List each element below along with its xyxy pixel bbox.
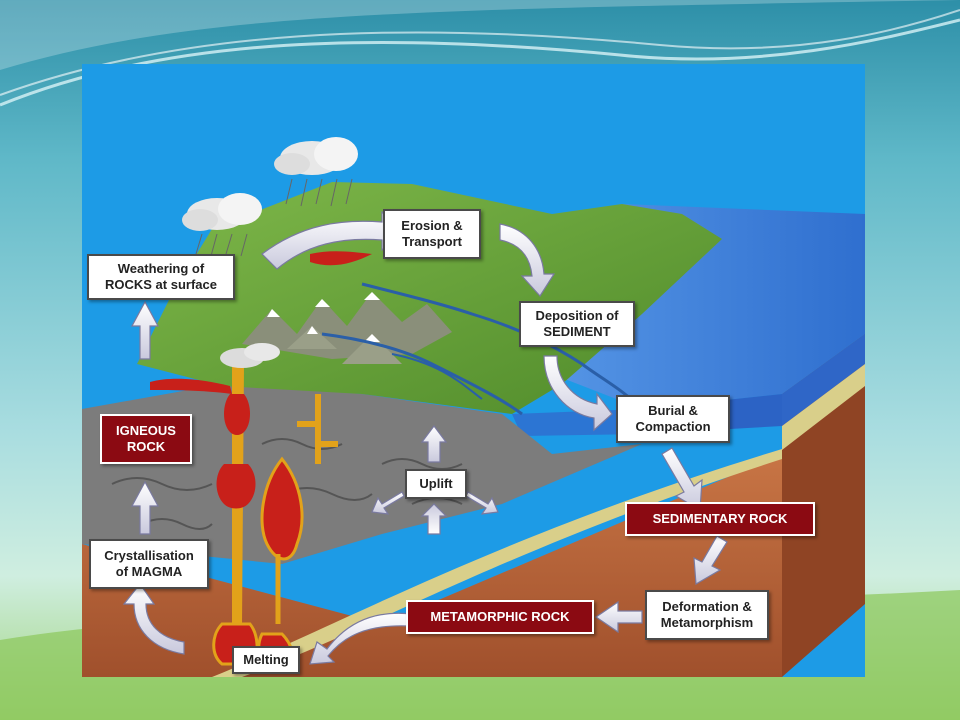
label-deposition: Deposition of SEDIMENT [519, 301, 635, 347]
rock-igneous: IGNEOUS ROCK [100, 414, 192, 464]
rock-metamorphic: METAMORPHIC ROCK [406, 600, 594, 634]
arrow-deformation-to-metamorphic [594, 600, 643, 634]
label-crystallisation-text: Crystallisation of MAGMA [104, 548, 194, 579]
arrow-sedimentary-to-deformation [693, 535, 728, 586]
label-weathering-text: Weathering of ROCKS at surface [105, 261, 217, 292]
bedrock [82, 384, 642, 564]
ocean-side-face [782, 334, 865, 426]
rock-igneous-text: IGNEOUS ROCK [116, 423, 176, 454]
rock-cycle-scene [82, 64, 865, 677]
rock-sedimentary-text: SEDIMENTARY ROCK [652, 511, 788, 526]
arrow-deposition-to-burial [543, 355, 613, 432]
rock-sedimentary: SEDIMENTARY ROCK [625, 502, 815, 536]
label-uplift: Uplift [405, 469, 467, 499]
label-weathering: Weathering of ROCKS at surface [87, 254, 235, 300]
arrow-metamorphic-to-melting [309, 612, 413, 665]
label-melting-text: Melting [243, 652, 289, 667]
arrow-erosion-to-deposition [499, 223, 556, 297]
arrow-uplift-up-lower [420, 503, 448, 535]
arrow-crystallisation-to-igneous [130, 480, 160, 535]
label-erosion-text: Erosion & Transport [401, 218, 463, 249]
rock-metamorphic-text: METAMORPHIC ROCK [430, 609, 570, 624]
label-uplift-text: Uplift [419, 476, 453, 491]
label-crystallisation: Crystallisation of MAGMA [89, 539, 209, 589]
arrow-uplift-right [465, 491, 499, 515]
cycle-arrows [122, 210, 728, 665]
label-burial: Burial & Compaction [616, 395, 730, 443]
lava-flow [150, 378, 232, 394]
arrow-uplift-left [371, 491, 405, 515]
label-melting: Melting [232, 646, 300, 674]
label-erosion: Erosion & Transport [383, 209, 481, 259]
arrow-igneous-to-weathering [130, 300, 160, 360]
label-deposition-text: Deposition of SEDIMENT [535, 308, 619, 339]
label-deformation: Deformation & Metamorphism [645, 590, 769, 640]
cloud-1 [182, 193, 262, 257]
cloud-2 [274, 137, 358, 207]
label-burial-text: Burial & Compaction [635, 403, 711, 434]
magma-chamber [260, 456, 304, 561]
sand-side-face [782, 364, 865, 450]
rock-cycle-diagram: Weathering of ROCKS at surface Erosion &… [82, 64, 865, 677]
arrow-uplift-up [420, 425, 448, 463]
label-deformation-text: Deformation & Metamorphism [660, 599, 754, 630]
